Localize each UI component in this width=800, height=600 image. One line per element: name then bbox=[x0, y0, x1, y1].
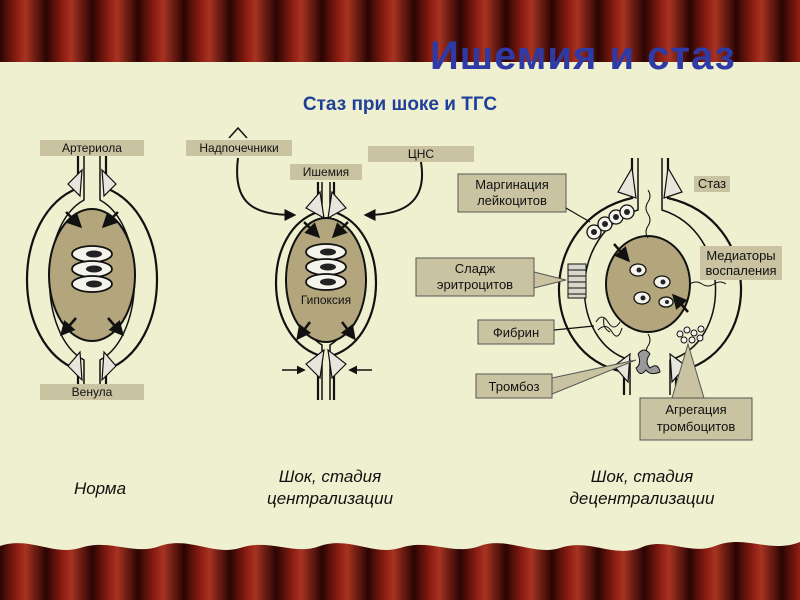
sludge-label-box bbox=[415, 257, 535, 297]
sphincter-shape bbox=[617, 166, 637, 199]
diagram-subtitle: Стаз при шоке и ТГС bbox=[302, 94, 498, 115]
cns-label-box bbox=[368, 146, 474, 162]
flow-arrow bbox=[101, 211, 119, 229]
ischemia-label: Ишемия bbox=[303, 165, 349, 179]
venule-label: Венула bbox=[72, 385, 113, 399]
vessel-outer-wall bbox=[557, 158, 743, 395]
sphincter-shape bbox=[327, 190, 347, 220]
caption-centralization-line1: Шок, стадия bbox=[279, 467, 381, 486]
sphincter-shape bbox=[67, 350, 83, 382]
aggregation-label-line1: Агрегация bbox=[665, 402, 726, 417]
panel-decentralization: Маргинация лейкоцитов Стаз Медиаторы вос… bbox=[415, 158, 782, 508]
curtain-top bbox=[0, 0, 800, 62]
sphincter-shape bbox=[101, 350, 117, 382]
caption-centralization-line2: централизации bbox=[267, 489, 394, 508]
arteriole-label: Артериола bbox=[62, 141, 122, 155]
thrombosis-label-box bbox=[475, 373, 553, 399]
flow-arrow bbox=[331, 221, 349, 239]
flow-arrow bbox=[296, 321, 312, 341]
sphincter-shape bbox=[613, 352, 631, 384]
adrenal-arrow bbox=[236, 157, 297, 221]
red-blood-cell bbox=[71, 275, 113, 293]
callout-pointer bbox=[551, 359, 637, 395]
marginated-leukocytes bbox=[586, 204, 635, 240]
mediators-label-line2: воспаления bbox=[705, 263, 776, 278]
caption-decentralization-line2: децентрализации bbox=[570, 489, 715, 508]
red-blood-cell bbox=[305, 258, 347, 276]
sphincter-shape bbox=[305, 190, 325, 220]
curtain-bottom bbox=[0, 528, 800, 600]
sphincter-shape bbox=[663, 166, 683, 199]
hypoxia-label: Гипоксия bbox=[301, 293, 351, 307]
flow-arrow bbox=[340, 321, 356, 341]
fibrin-label: Фибрин bbox=[493, 325, 539, 340]
stasis-label: Стаз bbox=[698, 176, 726, 191]
mediator-wave bbox=[689, 281, 727, 287]
callout-pointer bbox=[671, 342, 705, 399]
erythrocyte-sludge bbox=[567, 263, 587, 299]
sludge-label-line1: Сладж bbox=[455, 261, 496, 276]
callout-pointer bbox=[533, 271, 567, 289]
mediators-label-line1: Медиаторы bbox=[706, 248, 775, 263]
margination-label-box bbox=[457, 173, 567, 213]
caption-norm: Норма bbox=[74, 479, 126, 498]
margination-label-line2: лейкоцитов bbox=[477, 193, 547, 208]
fibrin-strands bbox=[595, 316, 623, 337]
flow-arrow bbox=[303, 221, 321, 239]
platelet-aggregation bbox=[676, 325, 705, 344]
venule-label-box bbox=[40, 384, 144, 400]
adrenals-label-box bbox=[186, 140, 292, 156]
flow-arrow bbox=[672, 293, 689, 313]
sphincter-shape bbox=[305, 348, 325, 380]
vessel-outer-wall bbox=[275, 182, 377, 400]
sphincter-shape bbox=[327, 348, 347, 380]
thrombosis-label: Тромбоз bbox=[489, 379, 540, 394]
aggregation-label-line2: тромбоцитов bbox=[657, 419, 736, 434]
leader-line bbox=[565, 207, 591, 223]
panel-centralization: Надпочечники ЦНС Ишемия Гипоксия Шок, ст bbox=[186, 126, 474, 508]
thrombus bbox=[635, 349, 661, 375]
flow-arrow bbox=[60, 317, 77, 337]
margination-label-line1: Маргинация bbox=[475, 177, 549, 192]
arteriole-label-box bbox=[40, 140, 144, 156]
panel-norm: Артериола Венула Норма bbox=[26, 140, 158, 498]
stasis-label-box bbox=[694, 176, 730, 192]
scattered-cells bbox=[629, 263, 674, 308]
vessel-outer-wall bbox=[26, 156, 158, 384]
red-blood-cell bbox=[71, 245, 113, 263]
caption-decentralization-line1: Шок, стадия bbox=[591, 467, 693, 486]
flow-arrow bbox=[613, 243, 630, 263]
cns-arrow bbox=[363, 161, 424, 221]
adrenals-label: Надпочечники bbox=[199, 141, 278, 155]
adrenal-gland-icon bbox=[228, 126, 248, 139]
flow-arrow bbox=[65, 211, 83, 229]
fibrin-label-box bbox=[477, 319, 555, 345]
ischemia-label-box bbox=[290, 164, 362, 180]
flow-arrow bbox=[107, 317, 124, 337]
sludge-label-line2: эритроцитов bbox=[437, 277, 513, 292]
red-blood-cell bbox=[71, 260, 113, 278]
sphincter-shape bbox=[67, 168, 83, 198]
leader-line bbox=[553, 325, 595, 331]
mediator-wave bbox=[645, 189, 651, 239]
red-blood-cell bbox=[305, 273, 347, 291]
cns-label: ЦНС bbox=[408, 147, 435, 161]
slide-title: Ишемия и стаз bbox=[430, 34, 736, 78]
aggregation-label-box bbox=[639, 397, 753, 441]
mediators-label-box bbox=[700, 246, 782, 280]
red-blood-cell bbox=[305, 243, 347, 261]
sphincter-shape bbox=[101, 168, 117, 198]
